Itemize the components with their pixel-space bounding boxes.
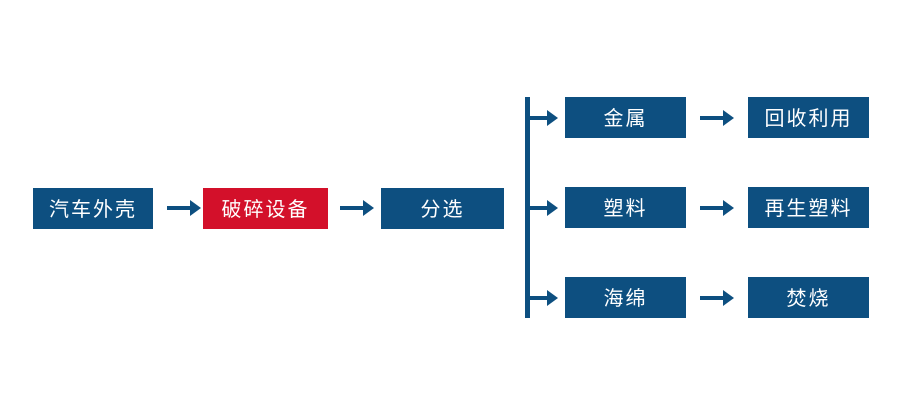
node-car-shell[interactable]: 汽车外壳	[33, 188, 153, 229]
node-plastic-label: 塑料	[603, 195, 648, 220]
vertical-split-line	[525, 97, 530, 318]
arrow-right-icon-outcome-3	[700, 287, 734, 309]
node-car-shell-label: 汽车外壳	[49, 196, 137, 221]
arrow-right-icon-outcome-2	[700, 197, 734, 219]
node-regenerated-plastic[interactable]: 再生塑料	[748, 187, 869, 228]
node-incineration-label: 焚烧	[786, 285, 831, 310]
node-sorting[interactable]: 分选	[381, 188, 504, 229]
node-incineration[interactable]: 焚烧	[748, 277, 869, 318]
node-recycle[interactable]: 回收利用	[748, 97, 869, 138]
node-metal[interactable]: 金属	[565, 97, 686, 138]
node-sorting-label: 分选	[420, 196, 465, 221]
node-sponge[interactable]: 海绵	[565, 277, 686, 318]
arrow-right-icon-branch-2	[528, 197, 558, 219]
arrow-right-icon-chain-1	[167, 197, 201, 219]
arrow-right-icon-branch-3	[528, 287, 558, 309]
node-crusher[interactable]: 破碎设备	[203, 188, 328, 229]
arrow-right-icon-branch-1	[528, 107, 558, 129]
arrow-right-icon-chain-2	[340, 197, 374, 219]
arrow-right-icon-outcome-1	[700, 107, 734, 129]
node-plastic[interactable]: 塑料	[565, 187, 686, 228]
node-metal-label: 金属	[603, 105, 648, 130]
node-crusher-label: 破碎设备	[221, 196, 310, 221]
node-sponge-label: 海绵	[603, 285, 648, 310]
node-recycle-label: 回收利用	[764, 105, 853, 130]
node-regenerated-plastic-label: 再生塑料	[764, 195, 853, 220]
